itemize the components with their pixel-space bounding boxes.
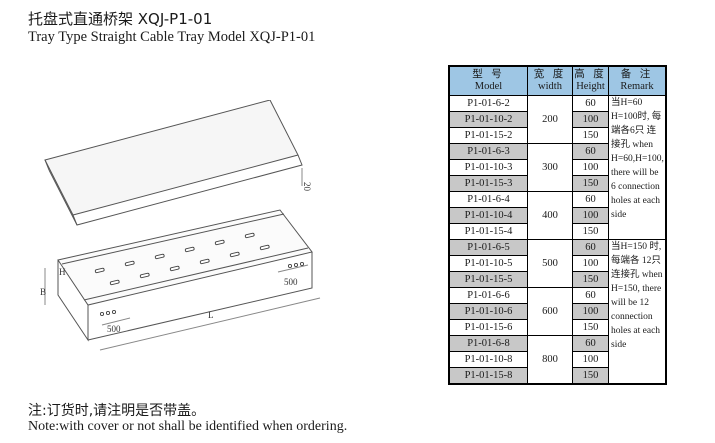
dim-b-label: B bbox=[40, 287, 46, 297]
note-cn: 注:订货时,请注明是否带盖。 bbox=[28, 403, 206, 419]
dim-top-label: 20 bbox=[302, 182, 312, 192]
note-en: Note:with cover or not shall be identifi… bbox=[28, 419, 348, 434]
page-title-en: Tray Type Straight Cable Tray Model XQJ-… bbox=[28, 29, 316, 45]
dim-l-label: L bbox=[208, 310, 214, 320]
page-title-cn: 托盘式直通桥架 XQJ-P1-01 bbox=[28, 10, 213, 28]
remark-cell-1: 当H=60 H=100时, 每端各6只 连接孔 when H=60,H=100,… bbox=[608, 95, 667, 240]
remark-cell-2: 当H=150 时, 每端各 12只连接孔 when H=150, there w… bbox=[608, 239, 667, 385]
dim-500-left-label: 500 bbox=[107, 324, 121, 334]
dim-h-label: H bbox=[59, 267, 66, 277]
cable-tray-drawing: 20 H B L 500 500 bbox=[40, 100, 321, 351]
dim-500-right-label: 500 bbox=[284, 277, 298, 287]
